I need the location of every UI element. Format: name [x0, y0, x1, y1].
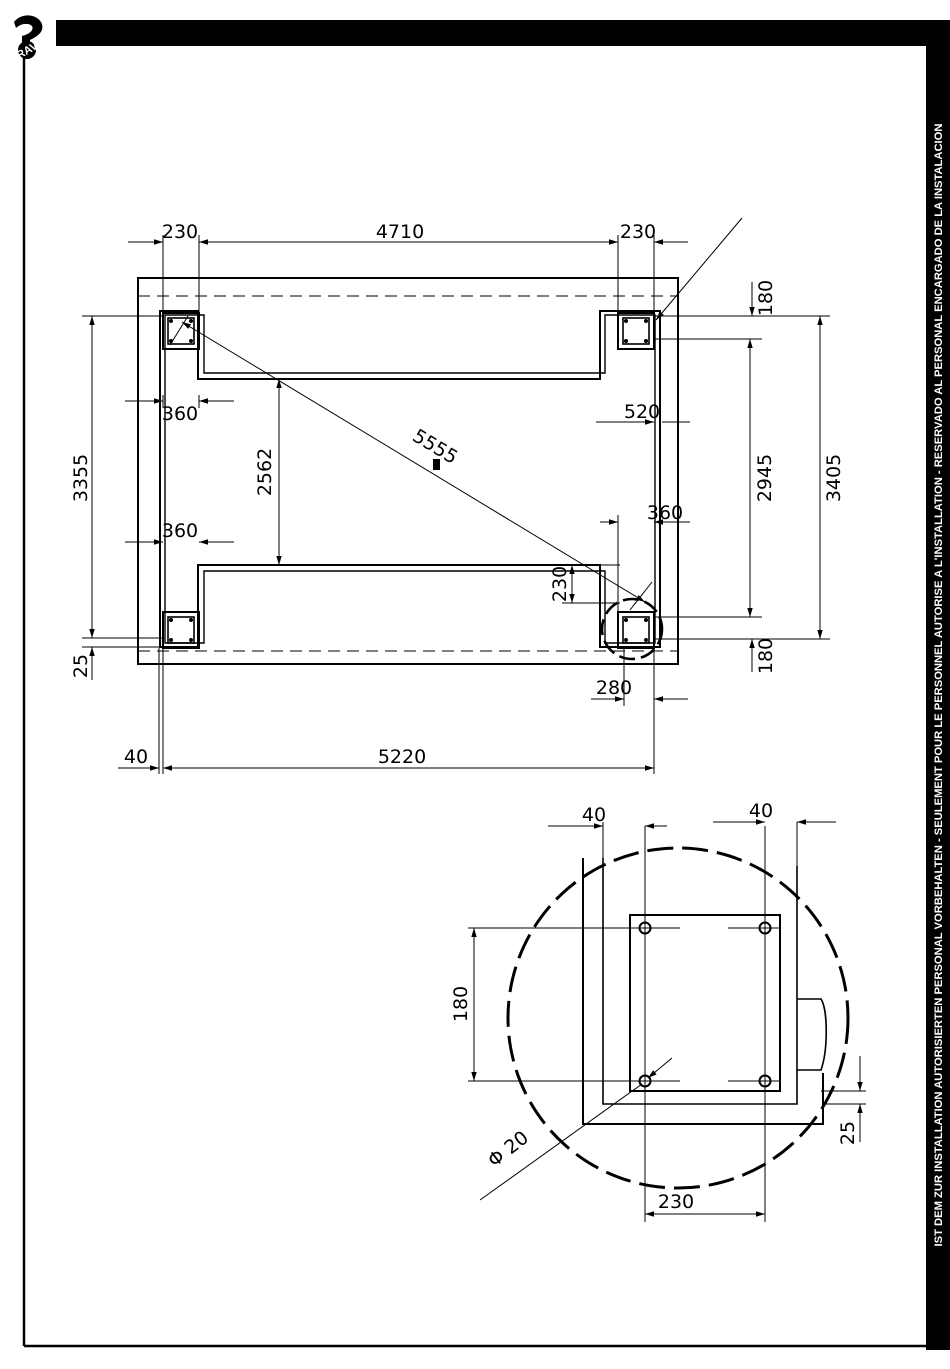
leader-hole-diameter-tip: [648, 1058, 672, 1078]
header-bar: [56, 20, 926, 46]
dim-right-mid: 2945: [754, 454, 776, 502]
corner-plate-top-left: [163, 313, 199, 349]
dim-left-small: 25: [70, 654, 92, 678]
slab-outline: [138, 278, 678, 664]
pit-wall-right: [797, 999, 826, 1070]
dim-bottom-total: 5220: [378, 746, 426, 768]
side-banner-text: IST DEM ZUR INSTALLATION AUTORISIERTEN P…: [933, 124, 945, 1247]
base-plate: [630, 915, 780, 1091]
dim-line-diagonal: [182, 322, 645, 602]
detail-dim-left: 180: [450, 986, 472, 1022]
plan-view: [82, 218, 830, 774]
detail-dim-hole-diameter: Φ 20: [484, 1127, 533, 1172]
detail-dim-top-left: 40: [582, 804, 606, 826]
corner-plate-bottom-right: [618, 612, 654, 648]
leader-top-right: [656, 218, 742, 320]
dim-left-outer: 3355: [70, 454, 92, 502]
dim-right-bottom: 180: [755, 638, 777, 674]
detail-dim-top-right: 40: [749, 800, 773, 822]
pit-wall-inner: [603, 858, 797, 1104]
dim-bottom-right: 280: [596, 677, 632, 699]
detail-dim-right-small: 25: [837, 1121, 859, 1145]
pit-outline-inner: [165, 315, 655, 643]
detail-view: [468, 822, 866, 1222]
dim-right-upper: 520: [624, 401, 660, 423]
dim-top-mid: 4710: [376, 221, 424, 243]
corner-plate-bottom-left: [163, 612, 199, 648]
dim-right-lower: 360: [647, 502, 683, 524]
dim-inner-height: 2562: [254, 448, 276, 496]
dim-pit-depth: 230: [549, 566, 571, 602]
dim-right-outer: 3405: [823, 454, 845, 502]
dim-bottom-left: 40: [124, 746, 148, 768]
dim-right-top: 180: [755, 280, 777, 316]
pit-outline-outer: [160, 311, 660, 647]
dim-left-lower: 360: [162, 520, 198, 542]
dim-left-upper: 360: [162, 403, 198, 425]
logo: RAV: [14, 15, 42, 61]
detail-dim-bottom: 230: [658, 1191, 694, 1213]
corner-plate-top-right: [618, 313, 654, 349]
plan-dimension-labels: 230 4710 230 180 2945 3405 180 3355 25 2…: [70, 221, 845, 768]
pit-wall-outer: [583, 858, 823, 1124]
diagonal-tick-b: [630, 582, 652, 610]
dim-top-right: 230: [620, 221, 656, 243]
dim-top-left: 230: [162, 221, 198, 243]
